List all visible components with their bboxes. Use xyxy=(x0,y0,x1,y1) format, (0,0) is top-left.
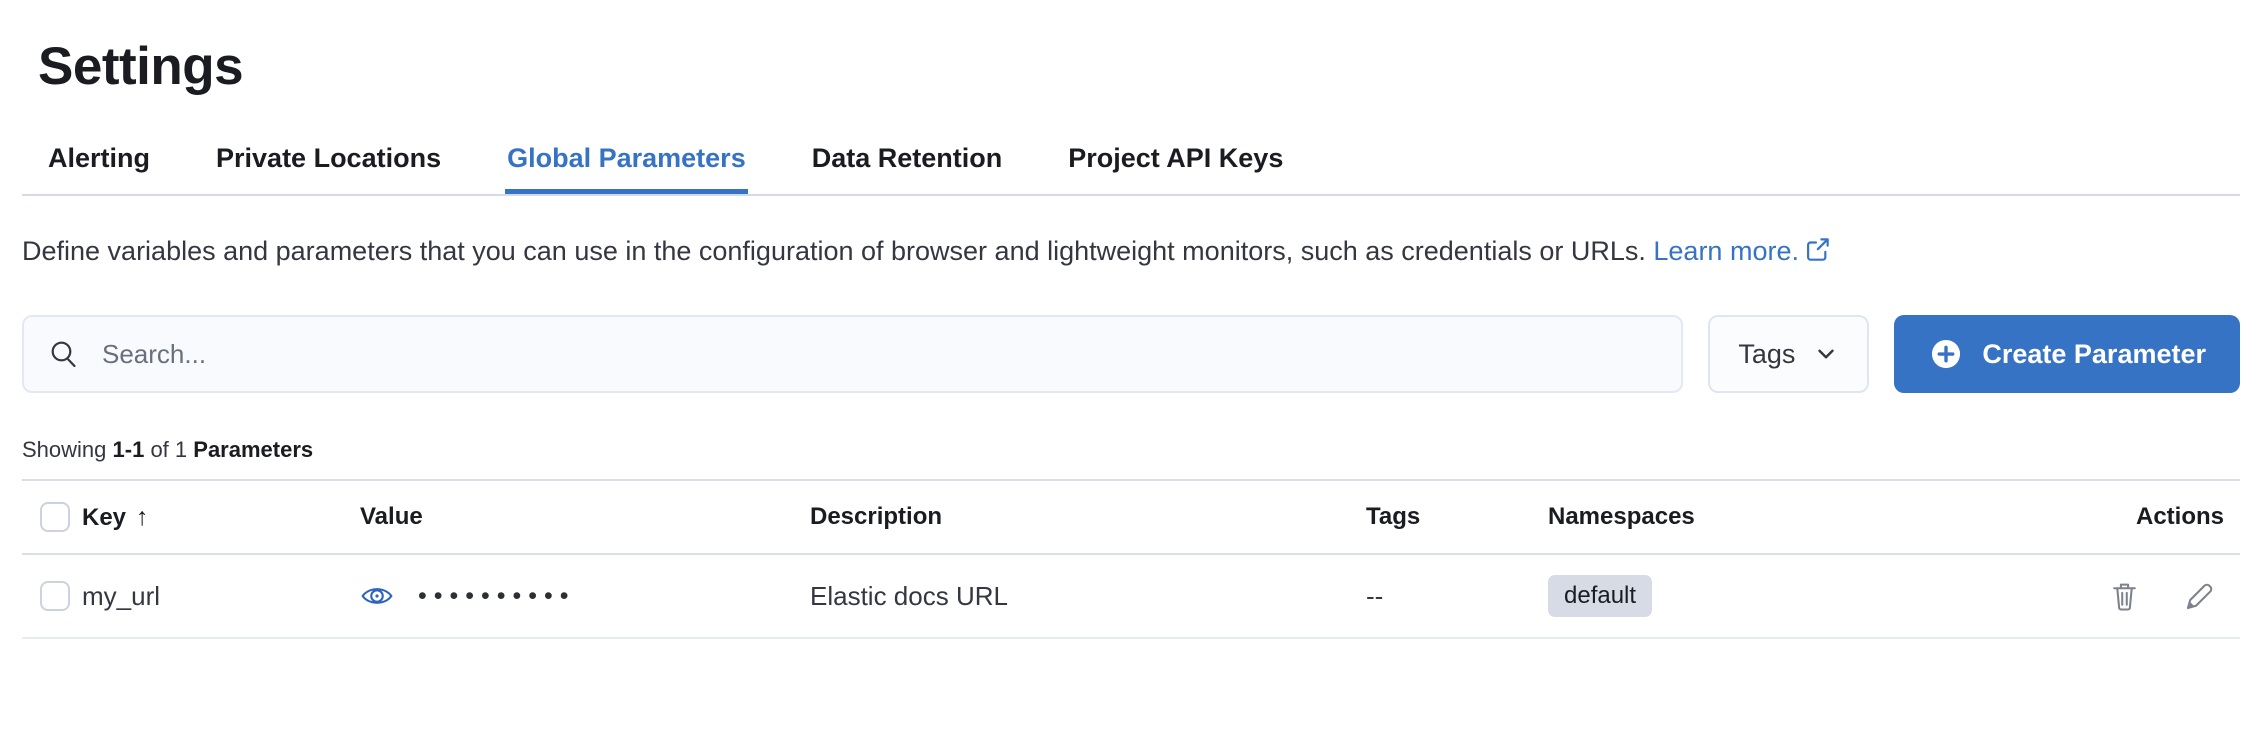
settings-tabs: Alerting Private Locations Global Parame… xyxy=(22,137,2240,196)
namespace-badge: default xyxy=(1548,575,1653,617)
tags-filter-label: Tags xyxy=(1738,338,1796,369)
chevron-down-icon xyxy=(1818,349,1835,359)
tab-private-locations[interactable]: Private Locations xyxy=(216,143,442,173)
description-text: Define variables and parameters that you… xyxy=(22,236,1646,266)
tab-global-parameters[interactable]: Global Parameters xyxy=(505,137,748,194)
select-all-checkbox[interactable] xyxy=(40,502,70,532)
table-header-row: Key↑ Value Description Tags Namespaces A… xyxy=(22,481,2240,555)
summary-of: of 1 xyxy=(150,437,188,462)
tags-filter-button[interactable]: Tags xyxy=(1708,315,1870,393)
sort-ascending-icon: ↑ xyxy=(136,502,149,531)
tab-data-retention[interactable]: Data Retention xyxy=(811,143,1003,173)
search-box[interactable] xyxy=(22,315,1684,393)
learn-more-label: Learn more. xyxy=(1653,236,1799,266)
column-header-actions: Actions xyxy=(2135,503,2224,530)
search-input[interactable] xyxy=(102,338,1658,370)
parameters-toolbar: Tags Create Parameter xyxy=(22,315,2240,393)
column-header-namespaces[interactable]: Namespaces xyxy=(1548,503,1695,530)
results-summary: Showing 1-1 of 1 Parameters xyxy=(22,437,2240,463)
page-description: Define variables and parameters that you… xyxy=(22,228,2234,275)
summary-range: 1-1 xyxy=(112,437,145,462)
page-title: Settings xyxy=(38,37,244,96)
row-tags: -- xyxy=(1366,580,1384,611)
row-key: my_url xyxy=(82,580,161,611)
eye-icon[interactable] xyxy=(360,579,394,613)
learn-more-link[interactable]: Learn more. xyxy=(1653,236,1830,266)
masked-value: •••••••••• xyxy=(418,581,576,610)
create-parameter-button[interactable]: Create Parameter xyxy=(1894,315,2240,393)
search-icon xyxy=(51,341,76,368)
external-link-icon xyxy=(1807,238,1829,261)
table-row: my_url •••••••••• Elastic docs URL -- de… xyxy=(22,555,2240,639)
trash-icon[interactable] xyxy=(2108,580,2141,613)
row-checkbox[interactable] xyxy=(40,581,70,611)
create-parameter-label: Create Parameter xyxy=(1982,338,2206,369)
settings-page: Settings Alerting Private Locations Glob… xyxy=(22,37,2240,639)
column-header-description[interactable]: Description xyxy=(810,503,943,530)
row-actions xyxy=(2090,580,2240,613)
parameters-table: Key↑ Value Description Tags Namespaces A… xyxy=(22,479,2240,639)
summary-entity: Parameters xyxy=(193,437,314,462)
summary-showing: Showing xyxy=(22,437,107,462)
tab-alerting[interactable]: Alerting xyxy=(48,143,151,173)
tab-project-api-keys[interactable]: Project API Keys xyxy=(1068,143,1284,173)
column-header-value[interactable]: Value xyxy=(360,503,423,530)
row-value-cell: •••••••••• xyxy=(360,579,810,613)
pencil-icon[interactable] xyxy=(2183,580,2216,613)
row-description: Elastic docs URL xyxy=(810,580,1008,611)
column-header-tags[interactable]: Tags xyxy=(1366,503,1421,530)
plus-in-circle-icon xyxy=(1932,339,1961,369)
column-header-key[interactable]: Key↑ xyxy=(82,502,149,531)
